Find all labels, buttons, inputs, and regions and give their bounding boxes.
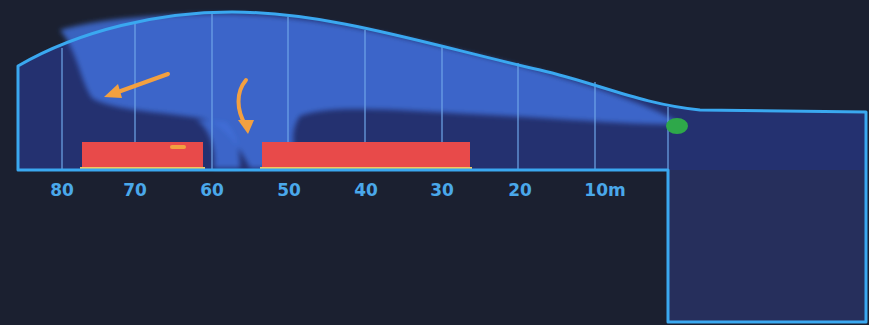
scale-label: 50 <box>277 182 301 199</box>
scale-label: 40 <box>354 182 378 199</box>
arrowhead <box>104 84 122 98</box>
grid-lines <box>62 14 668 170</box>
scale-label: 80 <box>50 182 74 199</box>
scale-label: 10m <box>584 182 625 199</box>
orange-mark <box>170 145 186 149</box>
tunnel-outline <box>18 12 866 322</box>
flow-plume <box>60 14 680 168</box>
scale-label: 70 <box>123 182 147 199</box>
arrowhead <box>238 120 254 134</box>
tunnel-interior <box>18 12 866 170</box>
red-block <box>262 142 470 169</box>
flow-arrows <box>118 74 246 126</box>
scale-label: 30 <box>430 182 454 199</box>
scale-label: 60 <box>200 182 224 199</box>
red-block <box>82 142 203 169</box>
scale-label: 20 <box>508 182 532 199</box>
green-source <box>666 118 688 134</box>
